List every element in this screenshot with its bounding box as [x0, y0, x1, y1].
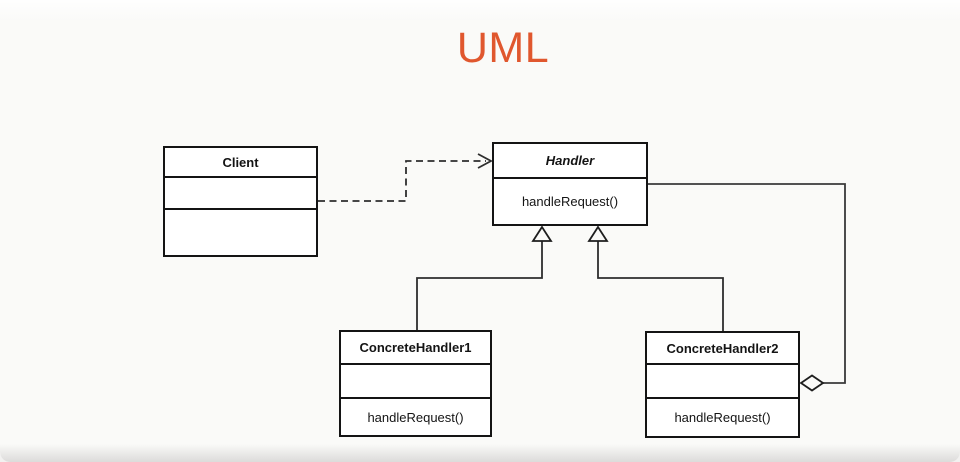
concretehandler2-attributes-compartment: [647, 365, 798, 399]
class-name-concretehandler1: ConcreteHandler1: [359, 340, 472, 355]
hollow-triangle-icon: [531, 225, 553, 242]
class-box-concretehandler2: ConcreteHandler2 handleRequest(): [645, 331, 800, 438]
dependency-client-handler: [318, 153, 493, 202]
concretehandler2-method: handleRequest(): [674, 410, 771, 425]
concretehandler1-methods-compartment: handleRequest(): [341, 399, 490, 435]
class-box-concretehandler1: ConcreteHandler1 handleRequest(): [339, 330, 492, 437]
client-methods-compartment: [165, 210, 316, 255]
concretehandler1-method: handleRequest(): [367, 409, 464, 425]
class-name-client: Client: [222, 154, 259, 170]
aggregation-handler-concretehandler2: [648, 183, 846, 392]
handler-methods-compartment: handleRequest(): [494, 179, 646, 224]
client-attributes-compartment: [165, 178, 316, 210]
class-box-client: Client: [163, 146, 318, 257]
generalization-concretehandler1-handler: [416, 225, 553, 330]
class-name-concretehandler2: ConcreteHandler2: [666, 340, 779, 356]
generalization-concretehandler2-handler: [587, 225, 724, 331]
class-name-handler: Handler: [545, 153, 595, 168]
hollow-diamond-icon: [799, 374, 825, 392]
concretehandler1-attributes-compartment: [341, 365, 490, 399]
open-arrow-icon: [477, 153, 493, 169]
hollow-triangle-icon: [587, 225, 609, 242]
concretehandler2-methods-compartment: handleRequest(): [647, 399, 798, 436]
class-box-handler: Handler handleRequest(): [492, 142, 648, 226]
page-title: UML: [456, 24, 550, 72]
handler-method: handleRequest(): [521, 194, 619, 209]
